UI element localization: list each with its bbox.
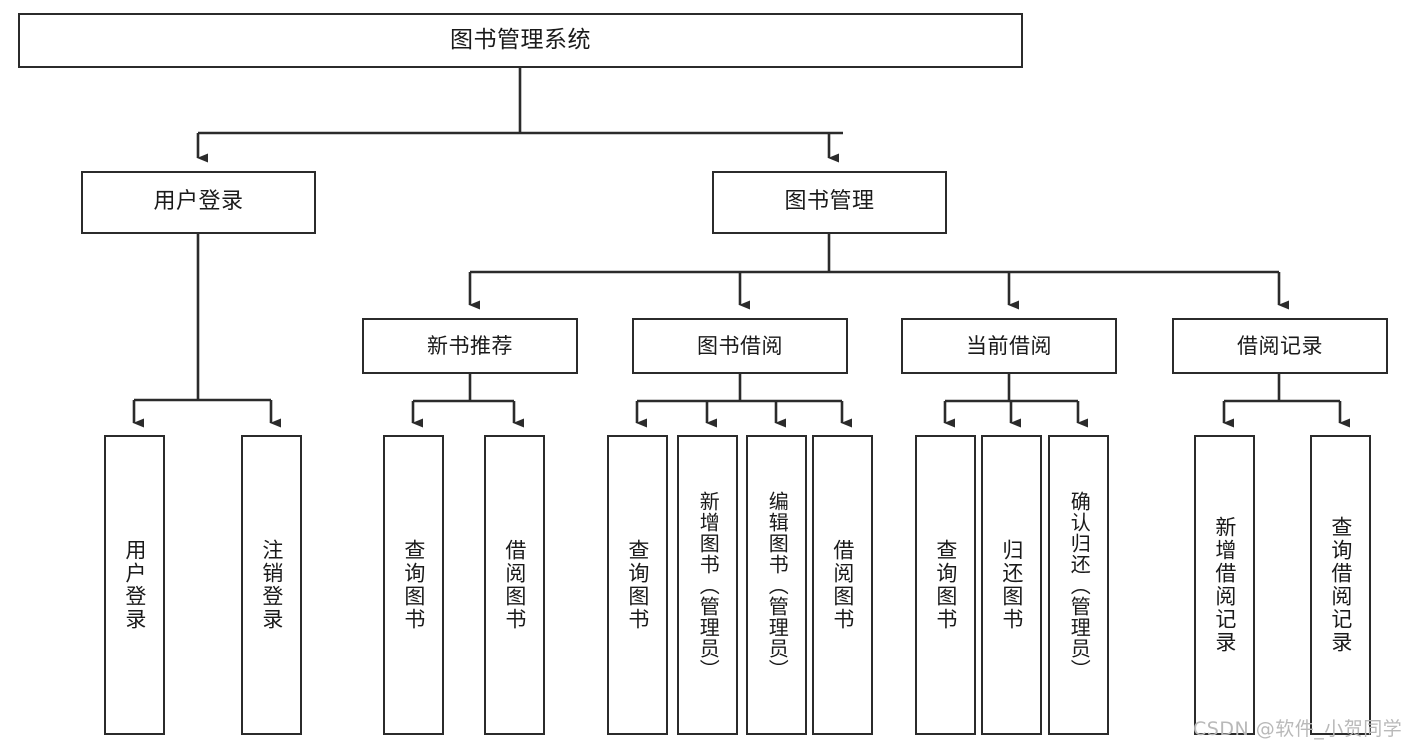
node-label: 查询图书 bbox=[933, 539, 958, 631]
leaf-borrow-book-recommend[interactable]: 借阅图书 bbox=[484, 435, 545, 735]
leaf-add-borrow-record[interactable]: 新增借阅记录 bbox=[1194, 435, 1255, 735]
leaf-query-book-recommend[interactable]: 查询图书 bbox=[383, 435, 444, 735]
leaf-add-book-admin[interactable]: 新增图书（管理员） bbox=[677, 435, 738, 735]
node-label: 当前借阅 bbox=[966, 333, 1052, 358]
node-label: 用户登录 bbox=[122, 539, 147, 631]
node-label: 查询借阅记录 bbox=[1328, 516, 1353, 654]
node-label: 借阅记录 bbox=[1237, 333, 1323, 358]
node-label: 查询图书 bbox=[401, 539, 426, 631]
leaf-return-book[interactable]: 归还图书 bbox=[981, 435, 1042, 735]
node-user-login[interactable]: 用户登录 bbox=[81, 171, 316, 234]
node-label: 新书推荐 bbox=[427, 333, 513, 358]
node-label: 图书借阅 bbox=[697, 333, 783, 358]
node-label: 用户登录 bbox=[153, 189, 244, 215]
node-book-borrow[interactable]: 图书借阅 bbox=[632, 318, 848, 374]
leaf-user-login[interactable]: 用户登录 bbox=[104, 435, 165, 735]
node-label: 借阅图书 bbox=[502, 539, 527, 631]
node-borrow-record[interactable]: 借阅记录 bbox=[1172, 318, 1388, 374]
node-label: 新增借阅记录 bbox=[1212, 516, 1237, 654]
leaf-edit-book-admin[interactable]: 编辑图书（管理员） bbox=[746, 435, 807, 735]
node-label: 注销登录 bbox=[259, 539, 284, 631]
leaf-confirm-return-admin[interactable]: 确认归还（管理员） bbox=[1048, 435, 1109, 735]
node-root-system[interactable]: 图书管理系统 bbox=[18, 13, 1023, 68]
node-label: 图书管理系统 bbox=[450, 26, 591, 53]
node-label: 归还图书 bbox=[999, 539, 1024, 631]
node-current-borrow[interactable]: 当前借阅 bbox=[901, 318, 1117, 374]
leaf-borrow-book[interactable]: 借阅图书 bbox=[812, 435, 873, 735]
node-new-book-recommend[interactable]: 新书推荐 bbox=[362, 318, 578, 374]
node-label: 新增图书（管理员） bbox=[696, 490, 721, 680]
node-book-management[interactable]: 图书管理 bbox=[712, 171, 947, 234]
node-label: 借阅图书 bbox=[830, 539, 855, 631]
csdn-watermark: CSDN @软件_小贺同学 bbox=[1193, 718, 1403, 740]
node-label: 确认归还（管理员） bbox=[1067, 490, 1092, 680]
leaf-logout[interactable]: 注销登录 bbox=[241, 435, 302, 735]
node-label: 图书管理 bbox=[784, 189, 875, 215]
leaf-query-book-borrow[interactable]: 查询图书 bbox=[607, 435, 668, 735]
node-label: 编辑图书（管理员） bbox=[765, 490, 790, 680]
node-label: 查询图书 bbox=[625, 539, 650, 631]
leaf-query-book-current[interactable]: 查询图书 bbox=[915, 435, 976, 735]
leaf-query-borrow-record[interactable]: 查询借阅记录 bbox=[1310, 435, 1371, 735]
